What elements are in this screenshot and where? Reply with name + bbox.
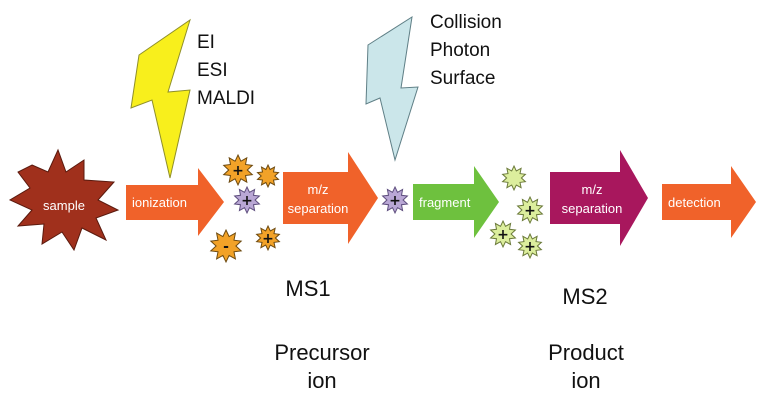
ion-orange-plus: + [255,224,281,252]
ion-green-plus: + [517,232,543,260]
precursor-label-line1: Precursor [274,340,369,365]
fragment-arrow [413,166,499,238]
product-label-line1: Product [548,340,624,365]
mz-separation-2-line2: separation [562,201,623,216]
ionization-arrow [126,168,224,236]
detection-arrow [662,166,756,238]
ion-green-plus: + [489,219,517,249]
ion-orange [256,163,280,189]
fragment-label: fragment [419,195,471,210]
detection-label: detection [668,195,721,210]
ion-group-fragments: + + + [489,164,544,260]
sample-starburst [8,148,120,252]
ms1-label: MS1 [285,276,330,301]
activation-collision: Collision [430,12,502,33]
ion-source-esi: ESI [197,60,228,81]
activation-photon: Photon [430,40,490,61]
sample-label: sample [43,198,85,213]
mz-separation-arrow-2 [550,150,648,246]
ion-green-plus: + [516,195,544,225]
ion-sign-plus: + [389,193,401,209]
ion-sign-plus: + [241,193,253,209]
activation-surface: Surface [430,68,495,89]
ion-green [501,164,527,192]
ionization-lightning-bolt [130,18,191,179]
ion-orange-plus: + [222,153,254,187]
ion-selected-precursor: + [381,185,409,215]
ion-sign-plus: + [262,231,274,247]
mz-separation-1-line2: separation [288,201,349,216]
ms2-label: MS2 [562,284,607,309]
mz-separation-2-line1: m/z [582,182,603,197]
mz-separation-1-line1: m/z [308,182,329,197]
mz-separation-arrow-1 [283,152,378,244]
ion-sign-minus: - [223,239,229,255]
ion-source-ei: EI [197,32,215,53]
ion-sign-plus: + [232,163,244,179]
ion-orange-minus: - [209,228,243,264]
ion-source-maldi: MALDI [197,88,255,109]
activation-lightning-bolt [365,15,419,162]
ion-sign-plus: + [497,227,509,243]
ionization-label: ionization [132,195,187,210]
ion-group-ionized: + + - + [209,153,281,264]
ion-sign-plus: + [524,239,536,255]
ion-sign-plus: + [524,203,536,219]
ion-purple-plus: + [233,185,261,215]
product-label-line2: ion [571,368,600,393]
precursor-label-line2: ion [307,368,336,393]
